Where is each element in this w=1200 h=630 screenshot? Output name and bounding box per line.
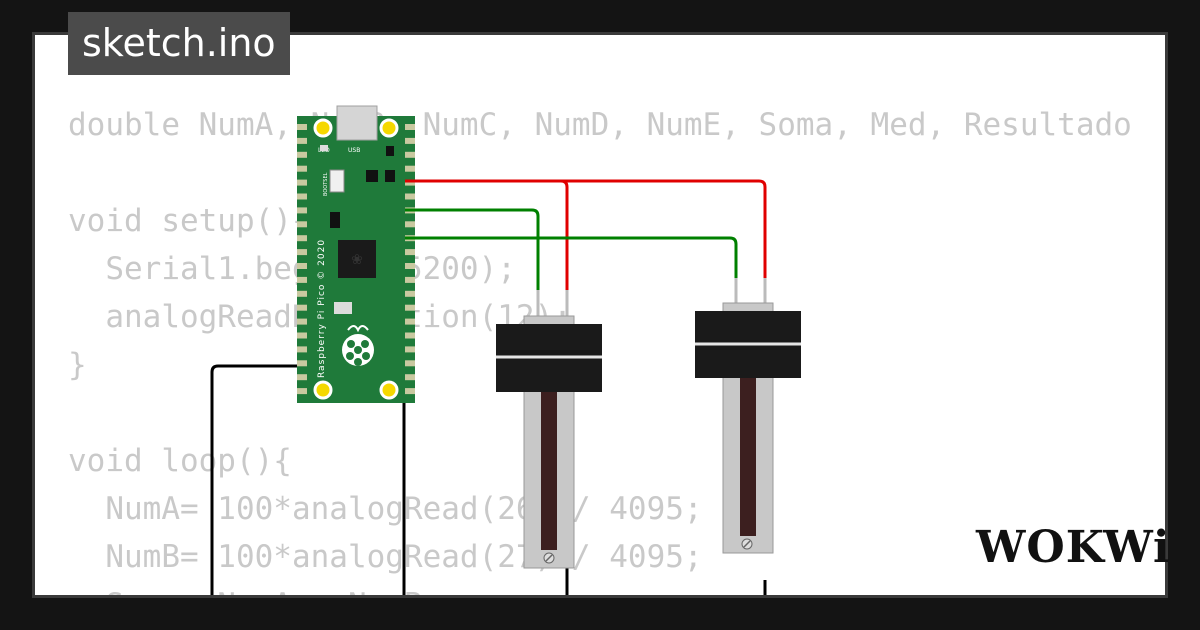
pico-pin[interactable] bbox=[405, 124, 415, 130]
slide-potentiometer-2[interactable] bbox=[695, 278, 801, 554]
wire-gp26-pot1[interactable] bbox=[405, 208, 540, 290]
pico-pin[interactable] bbox=[297, 193, 307, 200]
pico-pin[interactable] bbox=[297, 137, 307, 144]
pico-pin[interactable] bbox=[297, 388, 307, 395]
wokwi-logo: WOKWi bbox=[976, 522, 1171, 573]
wire-3v3-pot1[interactable] bbox=[405, 179, 569, 290]
pico-pin[interactable] bbox=[297, 332, 307, 339]
pico-pin[interactable] bbox=[297, 165, 307, 172]
code-line: } bbox=[68, 347, 87, 383]
flash-pad bbox=[334, 302, 352, 314]
pico-pin[interactable] bbox=[297, 235, 307, 242]
code-line: Soma= NumA + NumB; bbox=[68, 581, 1132, 595]
chip-small bbox=[366, 170, 378, 182]
pico-pin[interactable] bbox=[297, 346, 307, 353]
pico-pin[interactable] bbox=[405, 263, 415, 269]
bootsel-label: BOOTSEL bbox=[323, 172, 329, 196]
pico-pin[interactable] bbox=[405, 193, 415, 200]
pico-pin[interactable] bbox=[405, 151, 415, 158]
pico-pin[interactable] bbox=[405, 179, 415, 186]
pico-pin[interactable] bbox=[297, 151, 307, 158]
pico-pin[interactable] bbox=[405, 304, 415, 311]
mount-hole bbox=[313, 380, 333, 400]
code-line: void setup(){ bbox=[68, 203, 311, 239]
chip-logo-icon: ❀ bbox=[351, 252, 363, 268]
led bbox=[320, 145, 328, 151]
usb-port bbox=[336, 105, 378, 141]
pico-pin[interactable] bbox=[297, 374, 307, 381]
mount-hole bbox=[313, 118, 333, 138]
pico-pin[interactable] bbox=[405, 249, 415, 256]
pico-pin[interactable] bbox=[405, 137, 415, 144]
slider-track bbox=[541, 392, 557, 550]
pico-pin[interactable] bbox=[297, 249, 307, 256]
pico-pin[interactable] bbox=[405, 388, 415, 395]
pico-pin[interactable] bbox=[405, 290, 415, 297]
pico-pin[interactable] bbox=[297, 276, 307, 283]
wire-gnd-pot1[interactable] bbox=[210, 364, 305, 600]
pico-pin[interactable] bbox=[405, 332, 415, 339]
usb-label: USB bbox=[348, 147, 360, 154]
pico-pin[interactable] bbox=[405, 318, 415, 325]
chip-small bbox=[330, 212, 340, 228]
pin-header-left bbox=[297, 124, 307, 395]
pico-pin[interactable] bbox=[405, 346, 415, 353]
slide-potentiometer-1[interactable] bbox=[496, 290, 602, 569]
pico-pin[interactable] bbox=[297, 318, 307, 325]
pico-pin[interactable] bbox=[297, 304, 307, 311]
wire-gp27-pot2[interactable] bbox=[405, 236, 738, 278]
slider-track bbox=[740, 378, 756, 536]
pico-pin[interactable] bbox=[297, 207, 307, 214]
pico-pin[interactable] bbox=[297, 263, 307, 269]
chip-small bbox=[385, 170, 395, 182]
bootsel-button[interactable] bbox=[329, 169, 345, 193]
file-name-tab[interactable]: sketch.ino bbox=[68, 12, 290, 75]
pico-pin[interactable] bbox=[405, 374, 415, 381]
raspberry-pi-pico-board[interactable]: LED USB BOOTSEL ❀ Raspberry Pi Pico © 20… bbox=[297, 105, 415, 403]
mount-hole bbox=[379, 380, 399, 400]
pico-pin[interactable] bbox=[405, 165, 415, 172]
pico-pin[interactable] bbox=[297, 179, 307, 186]
mount-hole bbox=[379, 118, 399, 138]
code-line: NumA= 100*analogRead(26) / 4095; bbox=[68, 491, 703, 527]
code-line: void loop(){ bbox=[68, 443, 292, 479]
pico-pin[interactable] bbox=[297, 221, 307, 228]
pico-pin[interactable] bbox=[405, 360, 415, 367]
rp2040-chip bbox=[338, 240, 376, 278]
pico-pin[interactable] bbox=[405, 221, 415, 228]
chip-small bbox=[386, 146, 394, 156]
pico-pin[interactable] bbox=[297, 360, 307, 367]
wire-3v3-pot2[interactable] bbox=[560, 179, 767, 278]
pico-pin[interactable] bbox=[297, 290, 307, 297]
raspberry-logo-icon bbox=[342, 325, 374, 366]
code-line: NumB= 100*analogRead(27) / 4095; bbox=[68, 539, 703, 575]
pico-pin[interactable] bbox=[297, 124, 307, 130]
pico-pin[interactable] bbox=[405, 276, 415, 283]
board-silkscreen: Raspberry Pi Pico © 2020 bbox=[317, 239, 327, 378]
